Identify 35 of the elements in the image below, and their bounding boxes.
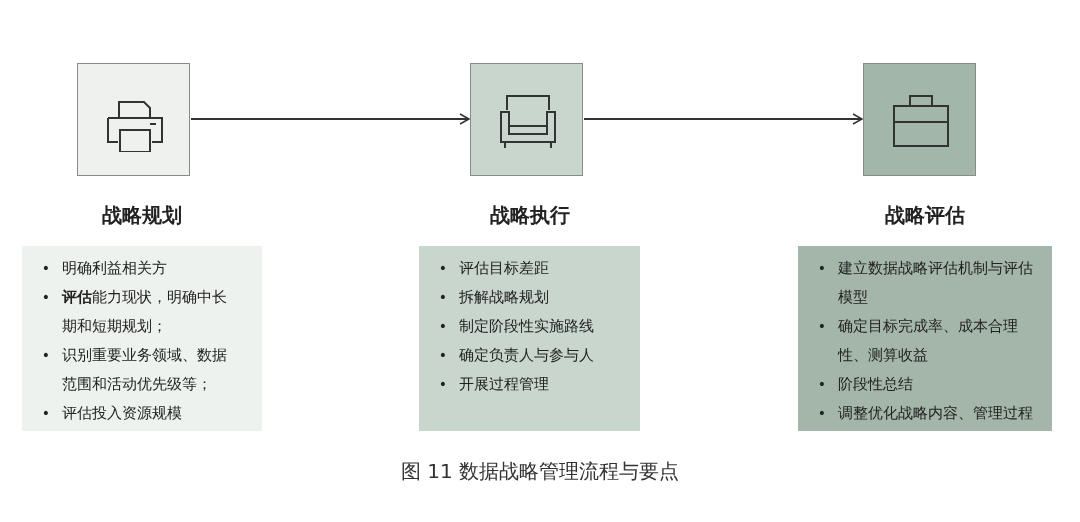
bullet-text: 调整优化战略内容、管理过程 — [838, 403, 1034, 424]
bullet-marker: • — [437, 346, 449, 365]
bullet-text: 建立数据战略评估机制与评估模型 — [838, 258, 1034, 308]
bullet-marker: • — [437, 288, 449, 307]
bullet-marker: • — [437, 259, 449, 278]
icon-box — [77, 63, 190, 176]
bullet-marker: • — [40, 404, 52, 423]
bullet-marker: • — [40, 288, 52, 307]
arrow — [583, 113, 863, 125]
figure-caption: 图 11 数据战略管理流程与要点 — [399, 458, 681, 485]
bullet-text: 开展过程管理 — [459, 374, 550, 395]
bullet-marker: • — [816, 317, 828, 336]
column-heading: 战略执行 — [488, 202, 571, 229]
arrow — [190, 113, 470, 125]
bullet-marker: • — [816, 375, 828, 394]
bullet-text: 评估目标差距 — [459, 258, 550, 279]
column-heading: 战略评估 — [884, 202, 966, 229]
bullet-marker: • — [816, 404, 828, 423]
bullet-marker: • — [437, 317, 449, 336]
bullet-text: 明确利益相关方 — [62, 258, 168, 279]
bullet-text: 阶段性总结 — [838, 374, 914, 395]
bullet-marker: • — [816, 259, 828, 278]
column-heading: 战略规划 — [101, 202, 183, 229]
bullet-text: 制定阶段性实施路线 — [459, 316, 595, 337]
bullet-text: 确定目标完成率、成本合理性、测算收益 — [838, 316, 1019, 366]
bullet-marker: • — [40, 259, 52, 278]
bullet-text: 评估能力现状，明确中长期和短期规划； — [62, 287, 228, 337]
bullet-text: 评估投入资源规模 — [62, 403, 183, 424]
icon-box — [470, 63, 583, 176]
bullet-marker: • — [40, 346, 52, 365]
bullet-text: 拆解战略规划 — [459, 287, 550, 308]
bullet-marker: • — [437, 375, 449, 394]
bullet-text: 识别重要业务领域、数据范围和活动优先级等； — [62, 345, 228, 395]
bullet-text: 确定负责人与参与人 — [459, 345, 595, 366]
icon-box — [863, 63, 976, 176]
